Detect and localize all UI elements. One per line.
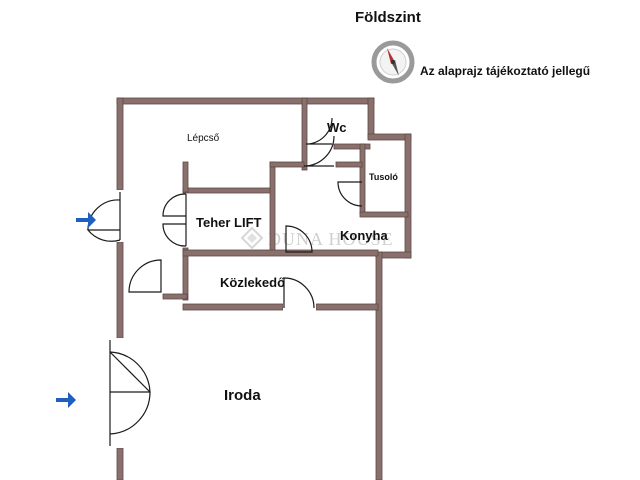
konyha-lower-door [285,225,313,253]
walls [116,97,412,480]
duna-house-logo-icon [240,226,264,250]
tusolo-door [337,181,363,207]
room-label-teher-lift: Teher LIFT [196,215,262,230]
lift-doors [162,193,187,247]
hall-door [128,259,162,293]
room-label-tusolo: Tusoló [369,172,398,182]
compass-icon [371,40,415,84]
konyha-door [303,135,335,167]
kozlekedo-door [283,277,316,311]
watermark: DUNA HOUSE [240,226,394,250]
entrance-arrow-icon [56,392,76,408]
watermark-text: DUNA HOUSE [268,229,394,249]
room-label-lepcso: Lépcső [187,133,220,144]
entrance-door-upper [86,190,124,242]
entrance-arrow-icon [76,212,96,228]
room-label-konyha: Konyha [340,228,388,243]
room-label-kozlekedo: Közlekedő [220,275,285,290]
room-label-iroda: Iroda [224,387,261,404]
doors [86,117,363,448]
disclaimer-note: Az alaprajz tájékoztató jellegű [420,64,590,78]
floor-title: Földszint [355,9,421,26]
entrance-door-lower [109,338,151,448]
room-label-wc: Wc [327,120,347,135]
wc-door [305,117,333,145]
